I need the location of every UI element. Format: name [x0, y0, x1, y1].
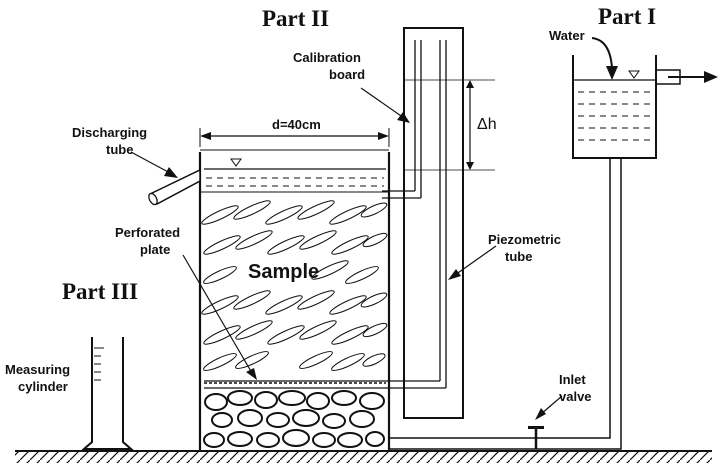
water-supply-tank [572, 55, 681, 159]
discharging-label-line2: tube [106, 142, 133, 157]
piezometric-pointer-arrow-icon [448, 245, 497, 280]
calibration-pointer-arrow-icon [360, 87, 410, 123]
water-inflow-arrow-icon [591, 37, 618, 80]
head-difference-marker [404, 79, 495, 171]
ground [15, 450, 712, 463]
inlet-label-line2: valve [559, 389, 592, 404]
part-1-label: Part I [598, 4, 656, 29]
discharging-pointer-arrow-icon [130, 151, 178, 178]
calibration-label-line1: Calibration [293, 50, 361, 65]
calibration-board [403, 27, 464, 419]
measuring-label-line1: Measuring [5, 362, 70, 377]
supply-pipe [389, 158, 622, 450]
delta-h-label: Δh [477, 116, 497, 133]
sample-label: Sample [248, 261, 319, 283]
diameter-label: d=40cm [272, 117, 321, 132]
perforated-label-line2: plate [140, 242, 170, 257]
part-2-label: Part II [262, 6, 329, 31]
inlet-valve-pointer-arrow-icon [535, 395, 563, 420]
piezometric-label-line2: tube [505, 249, 532, 264]
perforated-label-line1: Perforated [115, 225, 180, 240]
calibration-label-line2: board [329, 67, 365, 82]
gravel-layer [203, 390, 385, 448]
discharging-tube [148, 168, 201, 206]
piezometric-label-line1: Piezometric [488, 232, 561, 247]
measuring-label-line2: cylinder [18, 379, 68, 394]
measuring-cylinder [81, 337, 134, 450]
inlet-valve-icon [528, 426, 544, 449]
inlet-label-line1: Inlet [559, 372, 586, 387]
sample-column [198, 149, 391, 452]
diameter-dimension [199, 128, 390, 147]
water-label: Water [549, 28, 585, 43]
overflow-arrow-icon [668, 71, 718, 83]
piezometric-tube [204, 40, 447, 389]
sample-grains [201, 200, 388, 371]
discharging-label-line1: Discharging [72, 125, 147, 140]
part-3-label: Part III [62, 279, 138, 304]
perforated-pointer-arrow-icon [182, 254, 257, 380]
